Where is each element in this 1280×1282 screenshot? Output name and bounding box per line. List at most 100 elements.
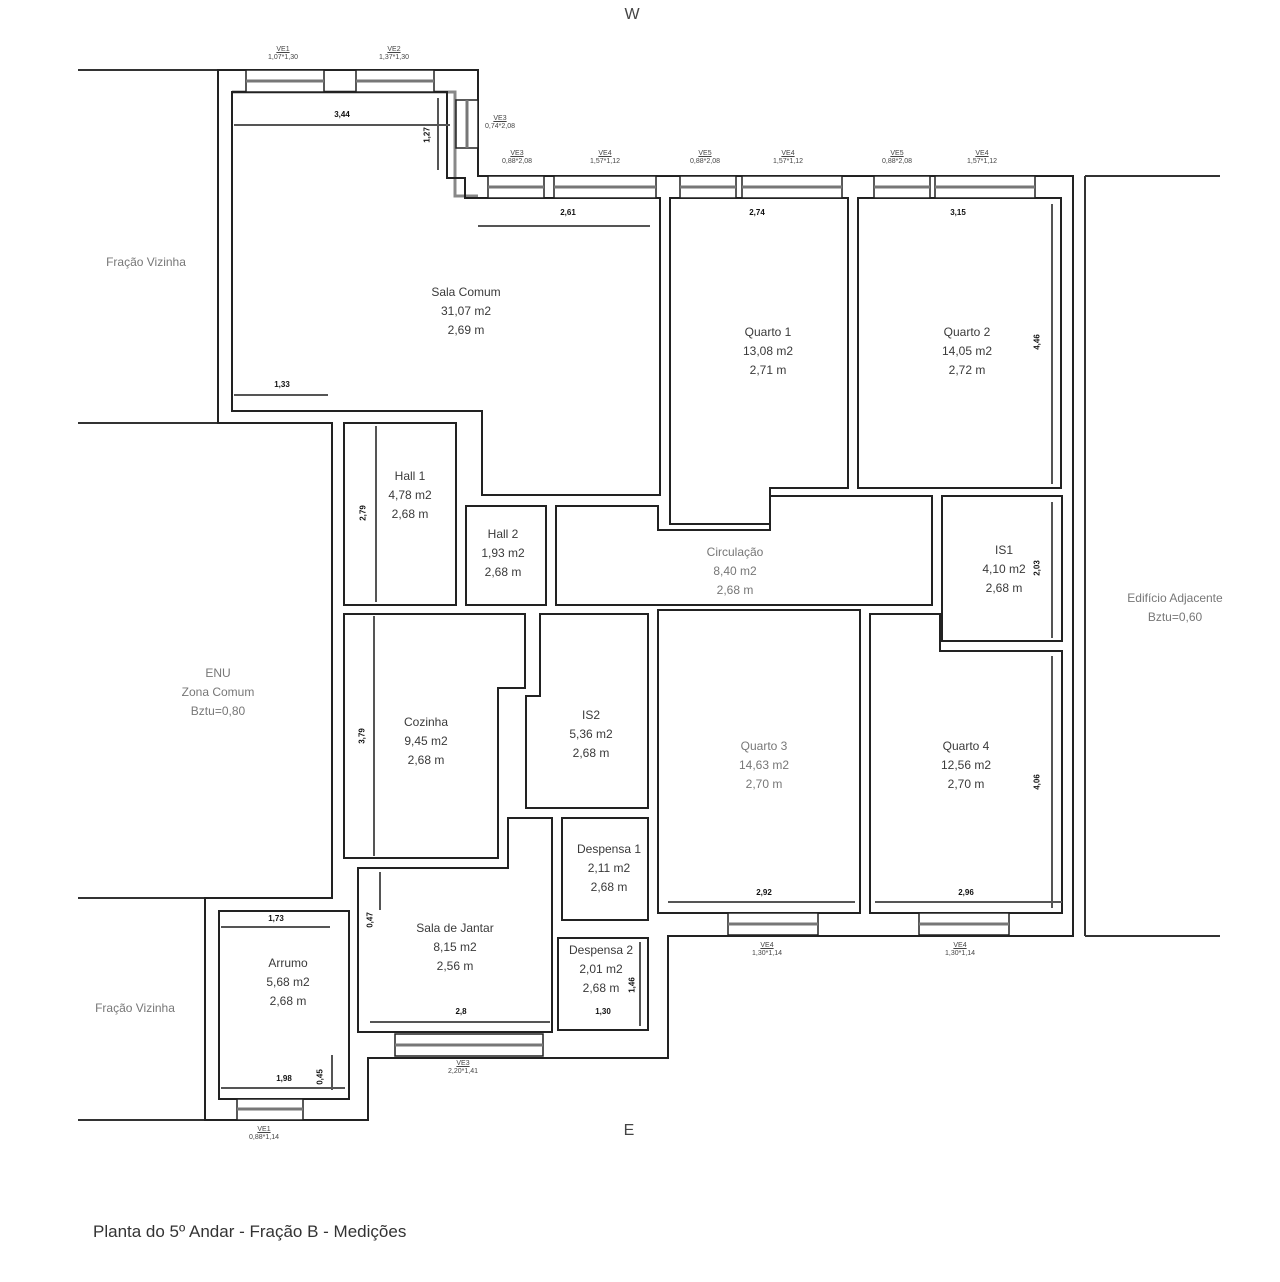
adjacent-building-label: Edifício Adjacente Bztu=0,60 [1127,589,1222,627]
dimension-label: 2,79 [358,505,368,521]
dimension-label: 1,27 [422,127,432,143]
room-height: 2,70 m [947,777,985,791]
room-cozinha: Cozinha 9,45 m2 2,68 m [404,713,448,770]
compass-east-label: E [623,1122,635,1139]
room-height: 2,68 m [716,583,754,597]
room-circulacao: Circulação 8,40 m2 2,68 m [707,543,764,600]
dimension-label: 2,61 [560,208,576,217]
adjacent-building-title: Edifício Adjacente [1127,591,1223,605]
room-height: 2,68 m [582,981,620,995]
room-area: 2,11 m2 [587,861,631,875]
room-height: 2,71 m [749,363,787,377]
room-area: 1,93 m2 [481,546,525,560]
common-zone-title: ENU [205,666,231,680]
dimension-label: 1,98 [276,1074,292,1083]
room-quarto-1: Quarto 1 13,08 m2 2,71 m [743,323,793,380]
dimension-label: 0,47 [365,912,375,928]
room-name: Quarto 3 [740,739,788,753]
room-name: Sala de Jantar [416,921,494,935]
room-area: 14,05 m2 [941,344,993,358]
room-height: 2,68 m [572,746,610,760]
dimension-label: 2,8 [455,1007,467,1016]
compass-west-label: W [624,6,640,23]
room-quarto-2: Quarto 2 14,05 m2 2,72 m [942,323,992,380]
room-name: IS2 [581,708,601,722]
dimension-label: 1,46 [627,977,637,993]
room-despensa-2: Despensa 2 2,01 m2 2,68 m [569,941,633,998]
room-area: 9,45 m2 [404,734,448,748]
dimension-label: 1,30 [595,1007,611,1016]
room-area: 8,15 m2 [433,940,477,954]
room-name: Arrumo [268,956,308,970]
dimension-label: 4,06 [1032,774,1042,790]
room-height: 2,68 m [391,507,429,521]
room-name: Despensa 1 [576,842,642,856]
dimension-label: 3,44 [334,110,350,119]
room-name: IS1 [994,543,1014,557]
room-area: 5,68 m2 [266,975,310,989]
common-zone-subtitle: Zona Comum [181,685,255,699]
room-area: 4,10 m2 [982,562,1026,576]
neighbor-fraction-bottom: Fração Vizinha [95,1001,175,1015]
room-name: Circulação [706,545,764,559]
room-area: 14,63 m2 [738,758,790,772]
room-name: Quarto 1 [744,325,792,339]
room-height: 2,68 m [407,753,445,767]
dimension-label: 0,45 [315,1069,325,1085]
dimension-label: 3,15 [950,208,966,217]
room-name: Hall 2 [487,527,519,541]
room-height: 2,56 m [436,959,474,973]
room-sala-comum: Sala Comum 31,07 m2 2,69 m [431,283,500,340]
common-zone-label: ENU Zona Comum Bztu=0,80 [182,664,255,721]
dimension-label: 2,92 [756,888,772,897]
room-area: 5,36 m2 [569,727,613,741]
common-zone-bztu: Bztu=0,80 [190,704,246,718]
room-name: Cozinha [403,715,449,729]
room-height: 2,70 m [745,777,783,791]
room-arrumo: Arrumo 5,68 m2 2,68 m [266,954,309,1011]
room-area: 12,56 m2 [940,758,992,772]
dimension-label: 1,33 [274,380,290,389]
room-height: 2,68 m [590,880,628,894]
adjacent-building-bztu: Bztu=0,60 [1147,610,1203,624]
plan-caption: Planta do 5º Andar - Fração B - Medições [93,1222,407,1241]
room-area: 4,78 m2 [388,488,432,502]
room-quarto-4: Quarto 4 12,56 m2 2,70 m [941,737,991,794]
room-despensa-1: Despensa 1 2,11 m2 2,68 m [577,840,641,897]
room-is1: IS1 4,10 m2 2,68 m [982,541,1025,598]
room-hall-2: Hall 2 1,93 m2 2,68 m [481,525,524,582]
room-area: 8,40 m2 [713,564,757,578]
room-area: 2,01 m2 [579,962,623,976]
room-name: Despensa 2 [568,943,634,957]
dimension-label: 2,03 [1032,560,1042,576]
neighbor-fraction-top: Fração Vizinha [106,255,186,269]
room-name: Quarto 2 [943,325,991,339]
dimension-label: 3,79 [357,728,367,744]
room-name: Quarto 4 [942,739,990,753]
room-height: 2,68 m [985,581,1023,595]
room-name: Sala Comum [431,285,501,299]
room-height: 2,69 m [447,323,485,337]
dimension-label: 4,46 [1032,334,1042,350]
room-sala-de-jantar: Sala de Jantar 8,15 m2 2,56 m [416,919,493,976]
room-area: 31,07 m2 [440,304,492,318]
dimension-label: 1,73 [268,914,284,923]
room-quarto-3: Quarto 3 14,63 m2 2,70 m [739,737,789,794]
room-name: Hall 1 [394,469,426,483]
room-height: 2,72 m [948,363,986,377]
room-height: 2,68 m [269,994,307,1008]
